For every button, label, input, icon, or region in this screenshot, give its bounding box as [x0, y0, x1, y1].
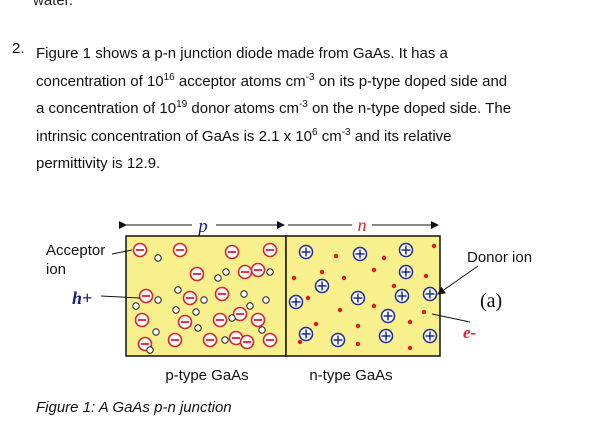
- question-number: 2.: [12, 40, 25, 57]
- hole: [214, 274, 222, 282]
- electron: [337, 307, 343, 313]
- electron: [341, 275, 347, 281]
- hole: [172, 306, 180, 314]
- electron: [381, 255, 387, 261]
- electron: [371, 303, 377, 309]
- question-line-3: a concentration of 1019 donor atoms cm-3…: [36, 99, 512, 118]
- electron: [355, 341, 361, 347]
- electron: [313, 321, 319, 327]
- electron: [319, 269, 325, 275]
- hole-pointer: [100, 295, 141, 299]
- hole-label: h+: [72, 288, 92, 308]
- question-line-1: Figure 1 shows a p-n junction diode made…: [36, 45, 448, 62]
- donor-pointer: [437, 265, 479, 295]
- hole: [174, 286, 182, 294]
- p-type-label: p-type GaAs: [165, 367, 248, 384]
- electron: [297, 339, 303, 345]
- acceptor-ion-label-1: Acceptor: [46, 242, 105, 259]
- electron: [371, 267, 377, 273]
- hole: [146, 346, 154, 354]
- electron-label: e-: [463, 323, 477, 342]
- hole: [152, 328, 160, 336]
- acceptor-pointer: [111, 249, 133, 255]
- electron-pointer: [431, 313, 471, 323]
- hole: [258, 326, 266, 334]
- electron: [333, 253, 339, 259]
- p-region-label: p: [196, 216, 208, 237]
- hole: [221, 336, 229, 344]
- previous-question-fragment: water.: [33, 0, 74, 9]
- hole: [266, 268, 274, 276]
- hole: [154, 296, 162, 304]
- electron: [407, 345, 413, 351]
- hole: [262, 296, 270, 304]
- electron: [423, 273, 429, 279]
- charge-carriers: [132, 242, 438, 354]
- acceptor-ion-label-2: ion: [46, 261, 66, 278]
- electron: [305, 295, 311, 301]
- n-type-label: n-type GaAs: [309, 367, 392, 384]
- pn-junction-figure: p n Acceptor ion h+ Donor ion (a) e- p-t…: [0, 210, 593, 390]
- question-text: Figure 1 shows a p-n junction diode made…: [36, 40, 576, 178]
- hole: [222, 268, 230, 276]
- hole: [154, 254, 162, 262]
- part-label: (a): [480, 290, 502, 312]
- question-line-4: intrinsic concentration of GaAs is 2.1 x…: [36, 126, 452, 145]
- question-line-5: permittivity is 12.9.: [36, 155, 161, 172]
- electron: [431, 243, 437, 249]
- hole: [194, 324, 202, 332]
- hole: [200, 296, 208, 304]
- hole: [246, 302, 254, 310]
- hole: [132, 302, 140, 310]
- pn-junction-diagram: p n Acceptor ion h+ Donor ion (a) e- p-t…: [46, 215, 532, 384]
- figure-caption: Figure 1: A GaAs p-n junction: [36, 399, 232, 416]
- hole: [228, 314, 236, 322]
- hole: [240, 290, 248, 298]
- question-line-2: concentration of 1016 acceptor atoms cm-…: [36, 71, 508, 90]
- electron: [391, 283, 397, 289]
- electron: [407, 319, 413, 325]
- donor-ion-label: Donor ion: [467, 249, 532, 266]
- hole: [192, 308, 200, 316]
- n-region-label: n: [358, 215, 367, 235]
- electron: [355, 323, 361, 329]
- electron: [291, 275, 297, 281]
- electron: [421, 309, 427, 315]
